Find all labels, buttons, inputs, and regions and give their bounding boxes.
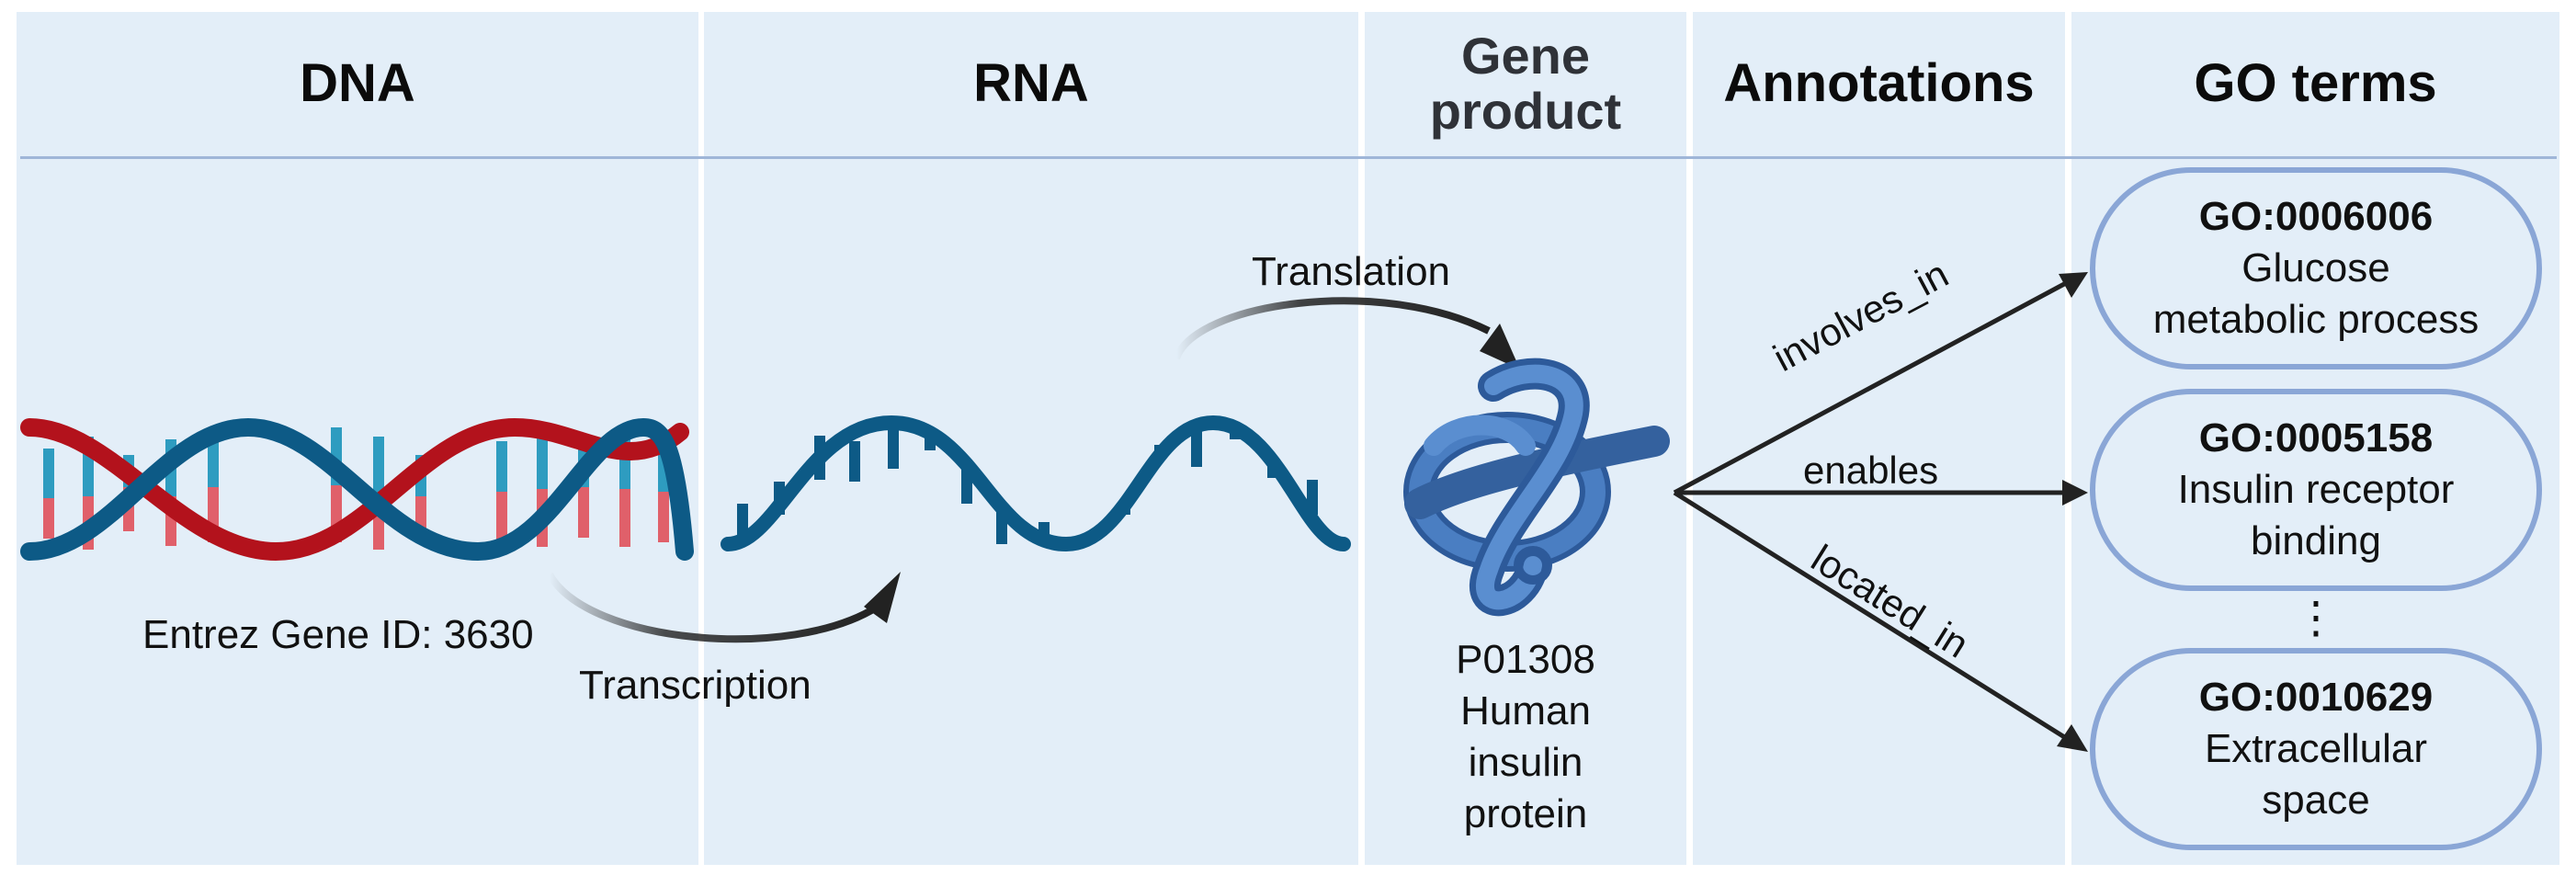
protein-id: P01308: [1456, 637, 1595, 682]
rna-strand: [721, 415, 1351, 552]
go-terms-header: GO terms: [2194, 52, 2437, 113]
go-term-name-line1: Glucose: [2241, 245, 2390, 290]
rna-header: RNA: [973, 52, 1089, 113]
header-divider: [20, 156, 2557, 159]
protein-name-line3: protein: [1463, 791, 1588, 836]
transcription-arrow: [546, 572, 901, 643]
annotations-column: Annotations: [1693, 12, 2065, 865]
go-term-card: GO:0006006 Glucose metabolic process: [2090, 167, 2542, 369]
go-term-card: GO:0010629 Extracellular space: [2090, 648, 2542, 850]
go-term-id: GO:0005158: [2198, 415, 2434, 460]
gene-product-header: Gene product: [1365, 12, 1686, 154]
go-term-id: GO:0010629: [2198, 675, 2434, 720]
go-term-card: GO:0005158 Insulin receptor binding: [2090, 389, 2542, 591]
dna-header: DNA: [300, 52, 415, 113]
go-term-id: GO:0006006: [2198, 194, 2434, 239]
protein-name-line1: Human: [1460, 688, 1591, 733]
annotations-header: Annotations: [1723, 52, 2035, 113]
go-term-name-line1: Extracellular: [2204, 726, 2428, 771]
insulin-protein-icon: [1403, 358, 1670, 617]
go-term-name-line1: Insulin receptor: [2177, 467, 2455, 512]
go-term-name-line2: metabolic process: [2152, 297, 2480, 342]
gene-product-header-line1: Gene: [1460, 26, 1591, 85]
relation-enables: enables: [1803, 449, 1939, 492]
go-term-name-line2: binding: [2251, 518, 2381, 563]
go-term-name-line2: space: [2262, 778, 2370, 823]
dna-strand-blue: [20, 417, 694, 562]
annotation-arrows: [1673, 272, 2088, 752]
gene-product-header-line2: product: [1429, 81, 1622, 140]
transcription-label: Transcription: [579, 663, 811, 708]
translation-arrow: [1173, 297, 1520, 369]
ellipsis: ⋮: [2294, 594, 2338, 642]
translation-label: Translation: [1252, 249, 1451, 294]
protein-name-line2: insulin: [1468, 740, 1583, 785]
dna-helix: [20, 417, 694, 562]
entrez-gene-id-label: Entrez Gene ID: 3630: [142, 612, 534, 657]
